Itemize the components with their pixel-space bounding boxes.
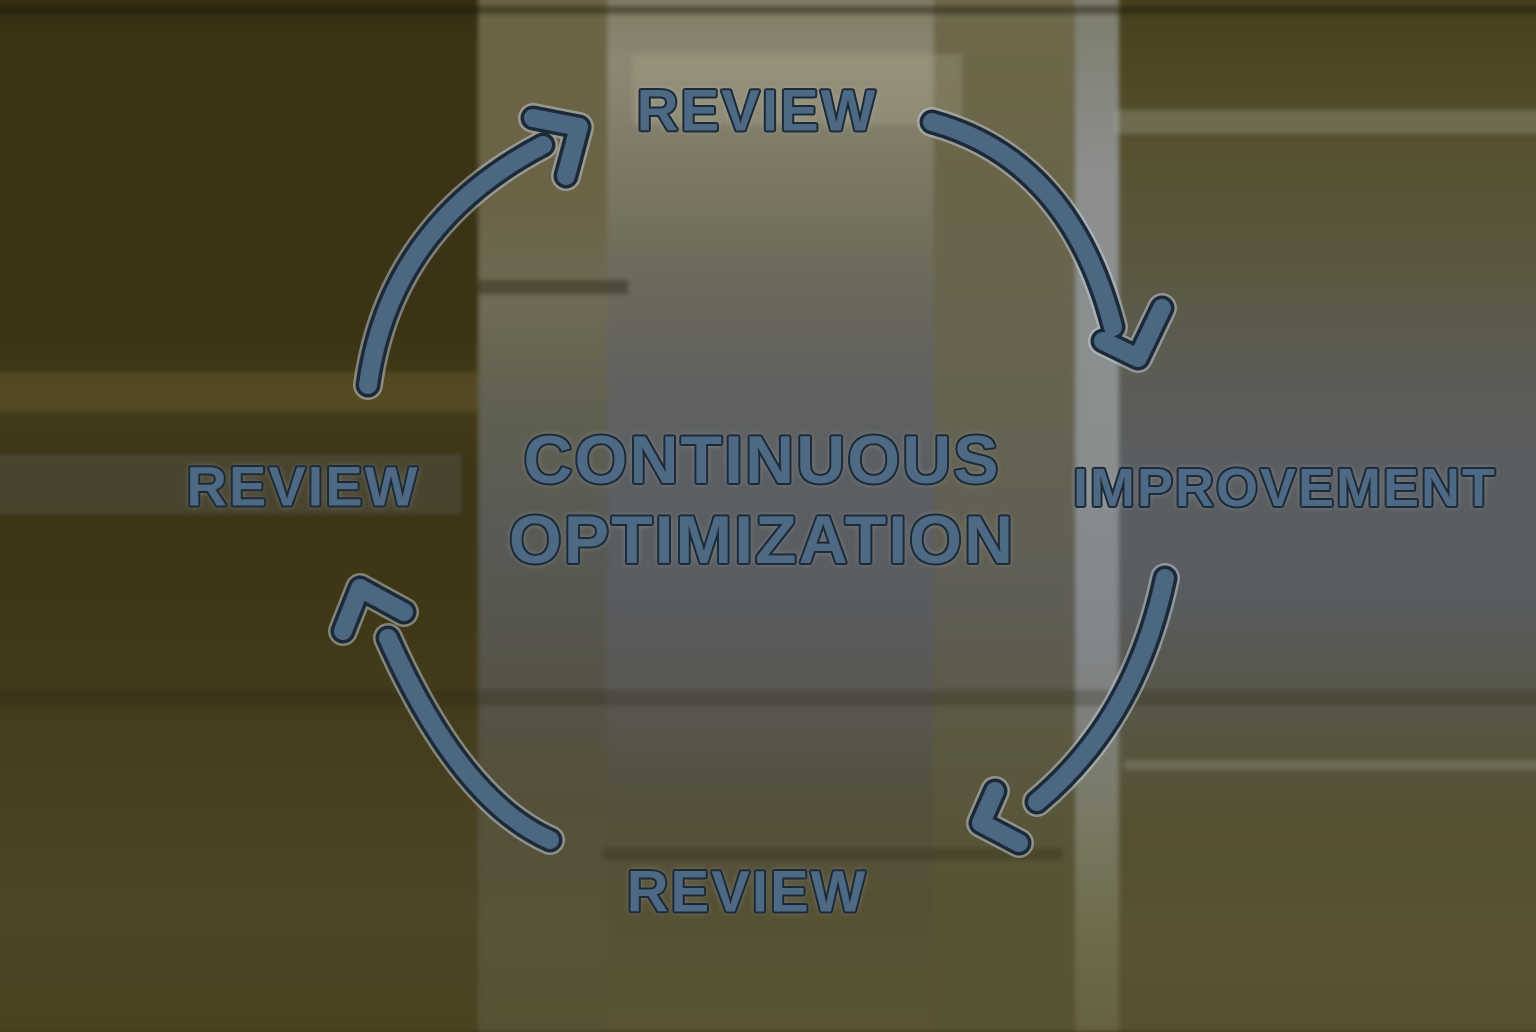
- background-band: [1119, 0, 1536, 1032]
- node-label-right: IMPROVEMENT: [1072, 458, 1498, 518]
- center-title-line1: CONTINUOUS: [523, 422, 1001, 498]
- arrow-right-to-bottom-icon: [966, 563, 1180, 858]
- arrow-bottom-to-left-icon: [328, 573, 565, 855]
- background-band: [0, 0, 478, 1032]
- arrow-left-to-top-icon: [353, 103, 594, 400]
- arrow-top-to-right-icon: [917, 107, 1177, 373]
- center-title-line2: OPTIMIZATION: [508, 502, 1016, 578]
- node-label-bottom: REVIEW: [626, 859, 868, 925]
- background-band: [1075, 0, 1119, 1032]
- background-band: [607, 0, 934, 1032]
- center-title: CONTINUOUS OPTIMIZATION: [509, 420, 1015, 580]
- node-label-top: REVIEW: [636, 78, 878, 144]
- node-label-left: REVIEW: [186, 454, 420, 518]
